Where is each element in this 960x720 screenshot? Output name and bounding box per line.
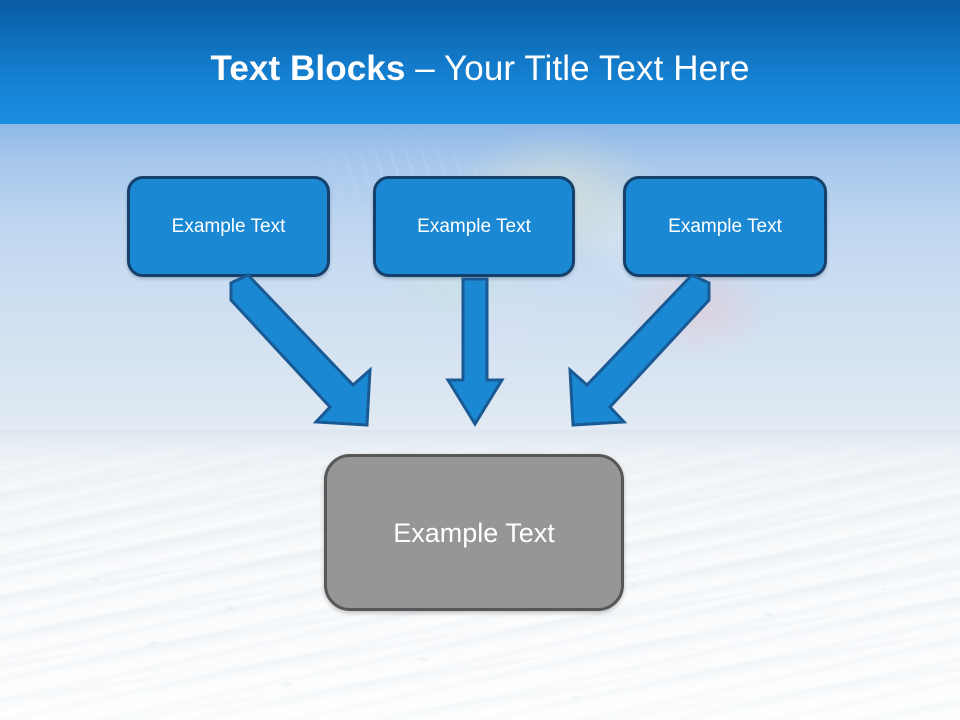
result-box[interactable]: Example Text bbox=[324, 454, 624, 611]
page-title: Text Blocks – Your Title Text Here bbox=[0, 48, 960, 90]
page-title-rest: Your Title Text Here bbox=[444, 49, 750, 88]
top-box-3[interactable]: Example Text bbox=[623, 176, 827, 277]
top-box-2-label: Example Text bbox=[417, 215, 531, 237]
top-box-2[interactable]: Example Text bbox=[373, 176, 575, 277]
result-box-label: Example Text bbox=[393, 517, 555, 548]
arrow-down-left-icon bbox=[568, 273, 711, 427]
arrow-down-icon bbox=[445, 277, 505, 427]
title-band bbox=[0, 0, 960, 124]
page-title-separator: – bbox=[405, 49, 445, 88]
arrow-down-right-icon bbox=[229, 273, 372, 427]
top-box-1[interactable]: Example Text bbox=[127, 176, 330, 277]
page-title-strong: Text Blocks bbox=[210, 49, 406, 88]
top-box-3-label: Example Text bbox=[668, 215, 782, 237]
top-box-1-label: Example Text bbox=[171, 215, 286, 237]
